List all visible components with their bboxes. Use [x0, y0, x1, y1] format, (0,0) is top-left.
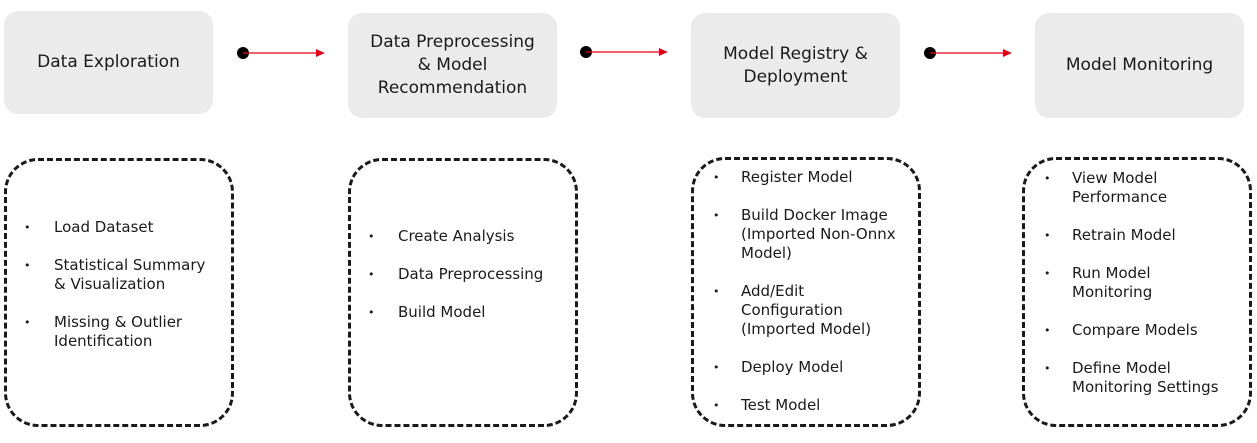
stage-title: Model Monitoring [1065, 55, 1214, 75]
list-item: • Retrain Model [1025, 226, 1249, 245]
stage-box-data-preprocessing: Data Preprocessing & Model Recommendatio… [348, 13, 557, 118]
item-list: • Register Model • Build Docker Image (Imp… [694, 168, 918, 415]
list-item: • Load Dataset [7, 218, 231, 237]
stage-box-model-monitoring: Model Monitoring [1035, 13, 1244, 118]
list-item-label: Register Model [741, 168, 853, 186]
item-list: • View Model Performance • Retrain Model •… [1025, 169, 1249, 397]
arrow-head-icon [1003, 49, 1012, 57]
list-item: • View Model Performance [1025, 169, 1249, 207]
list-item: • Statistical Summary & Visualization [7, 256, 231, 294]
stage-box-data-exploration: Data Exploration [4, 11, 213, 114]
list-item-label: View Model Performance [1072, 169, 1168, 206]
connector-arrow-3 [924, 47, 1012, 59]
list-item-label: Deploy Model [741, 358, 844, 376]
bullet-icon: • [1044, 324, 1051, 337]
bullet-icon: • [1044, 229, 1051, 242]
list-item: • Build Model [351, 303, 575, 322]
stage-title: Data Preprocessing & Model Recommendatio… [370, 32, 535, 98]
bullet-icon: • [713, 399, 720, 412]
stage-title: Model Registry & Deployment [723, 43, 868, 87]
bullet-icon: • [1044, 267, 1051, 280]
list-item: • Missing & Outlier Identification [7, 313, 231, 351]
list-item-label: Test Model [741, 396, 821, 414]
list-item-label: Data Preprocessing [398, 265, 544, 283]
list-box-model-monitoring: • View Model Performance • Retrain Model •… [1022, 157, 1252, 427]
bullet-icon: • [24, 221, 31, 234]
list-item-label: Build Model [398, 303, 486, 321]
list-item: • Run Model Monitoring [1025, 264, 1249, 302]
list-item: • Register Model [694, 168, 918, 187]
list-box-model-registry: • Register Model • Build Docker Image (Imp… [691, 157, 921, 427]
list-item: • Define Model Monitoring Settings [1025, 359, 1249, 397]
bullet-icon: • [368, 230, 375, 243]
list-item-label: Define Model Monitoring Settings [1072, 359, 1219, 396]
connector-arrow-2 [580, 46, 668, 58]
bullet-icon: • [368, 268, 375, 281]
bullet-icon: • [1044, 172, 1051, 185]
list-item: • Data Preprocessing [351, 265, 575, 284]
stage-box-model-registry: Model Registry & Deployment [691, 13, 900, 118]
connector-arrow-1 [237, 47, 325, 59]
list-box-data-preprocessing: • Create Analysis • Data Preprocessing • Bu… [348, 158, 578, 427]
list-item-label: Add/Edit Configuration (Imported Model) [741, 282, 872, 338]
bullet-icon: • [1044, 362, 1051, 375]
list-item: • Add/Edit Configuration (Imported Model) [694, 282, 918, 339]
list-item: • Compare Models [1025, 321, 1249, 340]
list-item-label: Run Model Monitoring [1072, 264, 1153, 301]
list-item: • Create Analysis [351, 227, 575, 246]
bullet-icon: • [713, 361, 720, 374]
list-item-label: Create Analysis [398, 227, 515, 245]
list-item-label: Compare Models [1072, 321, 1198, 339]
stage-title: Data Exploration [37, 52, 180, 72]
bullet-icon: • [713, 285, 720, 298]
bullet-icon: • [24, 259, 31, 272]
arrow-head-icon [316, 49, 325, 57]
item-list: • Load Dataset • Statistical Summary & Vis… [7, 218, 231, 351]
bullet-icon: • [24, 316, 31, 329]
list-item-label: Missing & Outlier Identification [54, 313, 183, 350]
list-item: • Deploy Model [694, 358, 918, 377]
arrow-head-icon [659, 48, 668, 56]
list-item: • Test Model [694, 396, 918, 415]
list-item-label: Statistical Summary & Visualization [54, 256, 206, 293]
list-box-data-exploration: • Load Dataset • Statistical Summary & Vis… [4, 158, 234, 427]
bullet-icon: • [713, 209, 720, 222]
bullet-icon: • [713, 171, 720, 184]
item-list: • Create Analysis • Data Preprocessing • Bu… [351, 227, 575, 322]
list-item-label: Build Docker Image (Imported Non-Onnx Mo… [741, 206, 896, 262]
list-item: • Build Docker Image (Imported Non-Onnx M… [694, 206, 918, 263]
list-item-label: Load Dataset [54, 218, 154, 236]
bullet-icon: • [368, 306, 375, 319]
list-item-label: Retrain Model [1072, 226, 1176, 244]
